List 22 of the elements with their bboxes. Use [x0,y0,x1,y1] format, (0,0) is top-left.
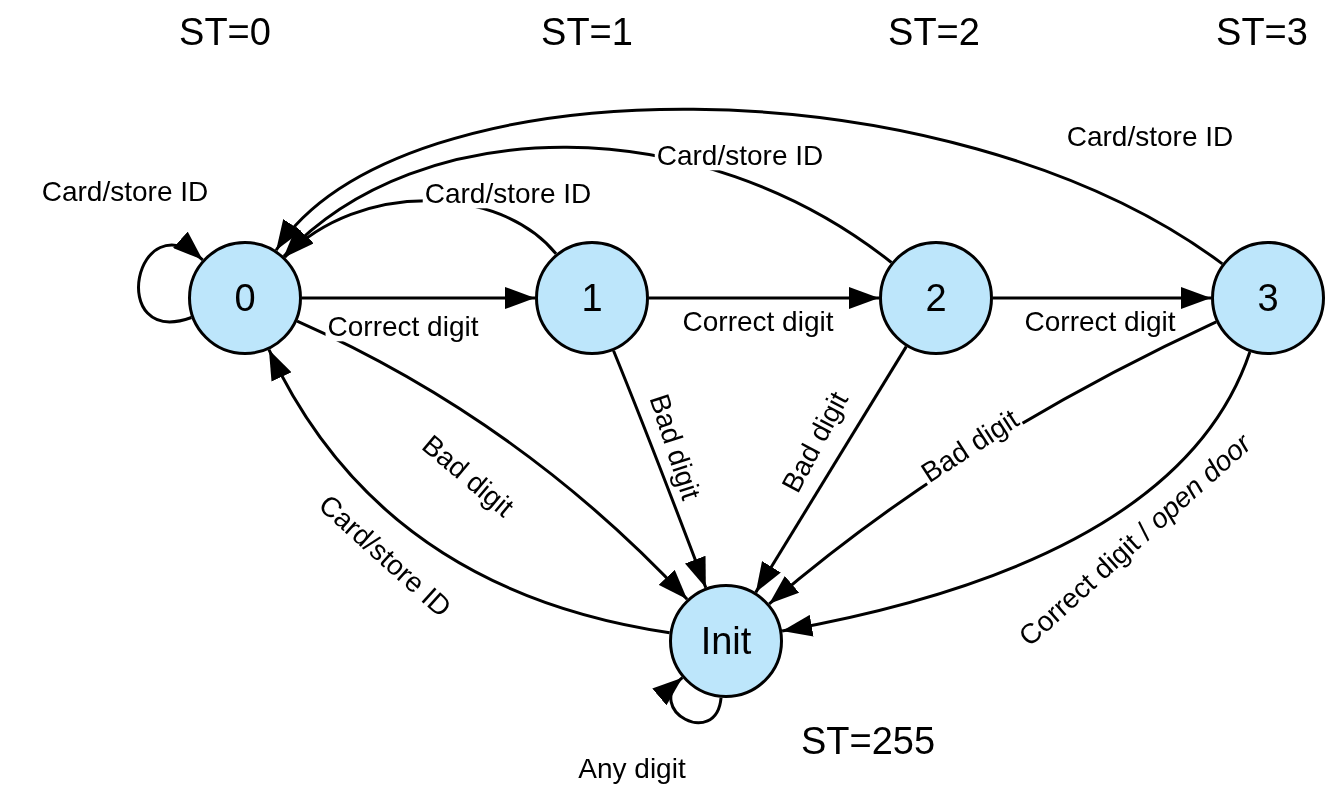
state-code: ST=255 [800,719,936,763]
state-code: ST=2 [888,10,980,54]
state-name: Init [700,619,752,663]
transition-arrow [754,345,908,594]
state-name: 3 [1257,276,1279,320]
state-code: ST=0 [179,10,271,54]
transition-arrow [649,287,879,309]
state-name: 1 [581,276,603,320]
state-code: ST=1 [541,10,633,54]
transition-arrow [654,676,723,725]
transition-arrow [612,350,708,589]
transition-arrow [267,349,670,635]
transition-arrow [275,107,1224,266]
transition-arrow [302,287,535,309]
transition-arrow [137,233,204,324]
state-code: ST=3 [1216,10,1308,54]
state-name: 2 [925,276,947,320]
transition-arrow [781,351,1252,636]
transition-arrow [993,287,1211,309]
state-name: 0 [234,276,256,320]
transition-arrow [282,145,893,264]
transition-arrow [296,319,689,601]
